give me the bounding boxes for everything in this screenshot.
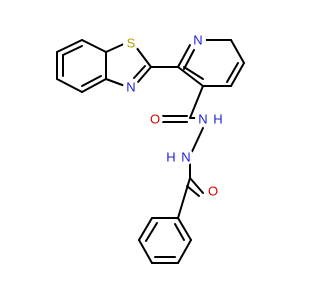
nitrogen-nh-2-label: N [181,150,190,165]
bond [81,75,102,87]
pyridine-nitrogen-label: N [193,33,202,48]
atom-bg [147,111,163,127]
bond [183,66,204,80]
bond [105,78,126,87]
bond [105,42,127,53]
bond [177,66,204,87]
atom-bg [178,149,194,165]
bond [81,78,107,93]
bond [183,49,195,70]
atom-bg [205,183,221,199]
bond [81,39,107,53]
bond [226,62,239,83]
atom-bg [211,112,225,126]
atom-bg [195,111,211,127]
bond [230,39,245,64]
sulfur-atom-label: S [127,36,136,51]
bond [189,177,204,194]
bond [174,223,185,241]
bond [56,39,83,53]
bond [177,177,191,219]
bond [56,78,83,93]
atom-bg [123,35,139,51]
atom-bg [123,79,139,95]
bond [189,85,204,119]
oxygen-amide-2-label: O [208,184,218,199]
molecule-diagram: S N N O N H H N O [56,32,245,264]
hydrogen-nh-1-label: H [213,112,222,127]
bond [137,66,152,83]
bond [177,217,192,241]
atom-bg [190,32,206,48]
bonds [56,39,245,264]
bond [133,65,146,79]
bond [135,46,152,68]
atom-bg [164,150,178,164]
nitrogen-nh-1-label: N [198,112,207,127]
oxygen-amide-1-label: O [150,112,160,127]
atom-labels: S N N O N H H N O [123,32,225,199]
thiazole-nitrogen-label: N [126,80,135,95]
bond [138,217,153,241]
bond [177,239,192,264]
bond [145,222,158,242]
bond [138,239,153,264]
bond [177,44,191,68]
hydrogen-nh-2-label: H [166,150,175,165]
bond [186,185,200,197]
bond [230,62,245,87]
bond [62,45,83,56]
bond [189,127,204,157]
